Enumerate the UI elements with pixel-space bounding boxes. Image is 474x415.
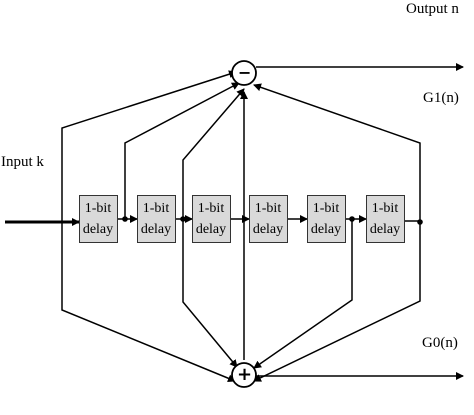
bottom-tap-5 [253, 219, 353, 369]
input-label: Input k [1, 154, 44, 170]
delay-label: 1-bit [371, 201, 399, 216]
bottom-tap-output [253, 222, 421, 382]
g0-label: G0(n) [422, 335, 458, 351]
delay-label: delay [140, 222, 172, 237]
output-label: Output n [406, 1, 459, 17]
delay-label: 1-bit [312, 201, 340, 216]
delay-label: delay [195, 222, 227, 237]
delay-label: delay [369, 222, 401, 237]
delay-block [79, 195, 118, 243]
delay-label: delay [252, 222, 284, 237]
delay-block [192, 195, 231, 243]
top-tap-3 [182, 88, 245, 219]
delay-label: 1-bit [84, 201, 112, 216]
delay-block [366, 195, 405, 243]
g1-label: G1(n) [423, 90, 459, 106]
top-tap-2 [124, 82, 240, 219]
bottom-tap-input [61, 222, 236, 383]
delay-label: delay [310, 222, 342, 237]
delay-label: delay [82, 222, 114, 237]
plus-adder [231, 362, 257, 388]
delay-block [307, 195, 346, 243]
top-tap-input [61, 70, 237, 222]
delay-block [249, 195, 288, 243]
delay-block [137, 195, 176, 243]
delay-label: 1-bit [197, 201, 225, 216]
plus-symbol: + [237, 364, 253, 385]
delay-label: 1-bit [254, 201, 282, 216]
bottom-tap-3 [182, 219, 238, 368]
top-tap-output [253, 83, 421, 222]
minus-adder [231, 60, 257, 86]
minus-symbol: − [238, 63, 252, 82]
delay-label: 1-bit [142, 201, 170, 216]
